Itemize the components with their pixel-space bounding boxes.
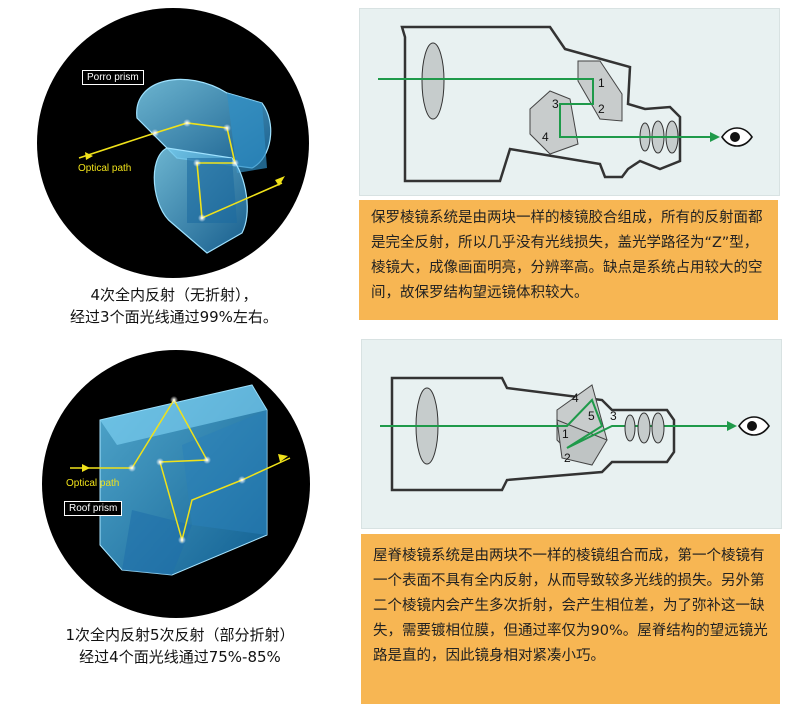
porro-prism-tag: Porro prism — [82, 70, 144, 85]
roof-number-5: 5 — [588, 409, 595, 423]
roof-description: 屋脊棱镜系统是由两块不一样的棱镜组合而成，第一个棱镜有一个表面不具有全内反射，从… — [361, 534, 780, 704]
roof-optical-path-label: Optical path — [66, 478, 120, 489]
porro-number-4: 4 — [542, 130, 549, 144]
roof-number-1: 1 — [562, 427, 569, 441]
roof-number-3: 3 — [610, 409, 617, 423]
eye-icon — [721, 127, 753, 147]
roof-prism-tag: Roof prism — [64, 501, 123, 516]
porro-diagram-panel: 1 2 3 4 — [359, 8, 780, 196]
roof-diagram-panel: 1 2 3 4 5 — [361, 339, 782, 529]
porro-light-path — [378, 78, 710, 138]
porro-prism-render — [78, 78, 285, 254]
roof-light-path — [380, 398, 727, 449]
porro-prism-lower — [529, 90, 579, 155]
objective-lens — [421, 42, 445, 120]
binocular-body-outline — [400, 25, 682, 183]
porro-caption: 4次全内反射（无折射）， 经过3个面光线通过99%左右。 — [40, 284, 308, 328]
porro-number-1: 1 — [598, 76, 605, 90]
roof-prism-photo — [42, 350, 310, 618]
roof-caption-line2: 经过4个面光线通过75%-85% — [79, 648, 281, 666]
porro-number-2: 2 — [598, 102, 605, 116]
porro-prism-upper — [577, 60, 623, 122]
porro-diagram: 1 2 3 4 — [378, 25, 753, 183]
roof-caption-line1: 1次全内反射5次反射（部分折射） — [65, 626, 295, 644]
porro-description: 保罗棱镜系统是由两块一样的棱镜胶合组成，所有的反射面都是完全反射，所以几乎没有光… — [359, 200, 778, 320]
porro-optical-path-label: Optical path — [78, 163, 132, 174]
roof-binocular-outline — [390, 376, 676, 492]
porro-prism-photo — [37, 8, 309, 278]
roof-number-2: 2 — [564, 451, 571, 465]
eye-icon — [738, 416, 770, 436]
roof-number-4: 4 — [572, 391, 579, 405]
porro-caption-line1: 4次全内反射（无折射）， — [90, 286, 258, 304]
porro-optical-path — [78, 122, 283, 220]
porro-caption-line2: 经过3个面光线通过99%左右。 — [70, 308, 278, 326]
roof-diagram: 1 2 3 4 5 — [380, 376, 770, 492]
roof-caption: 1次全内反射5次反射（部分折射） 经过4个面光线通过75%-85% — [30, 624, 330, 668]
porro-number-3: 3 — [552, 97, 559, 111]
roof-prism-render — [70, 384, 291, 576]
